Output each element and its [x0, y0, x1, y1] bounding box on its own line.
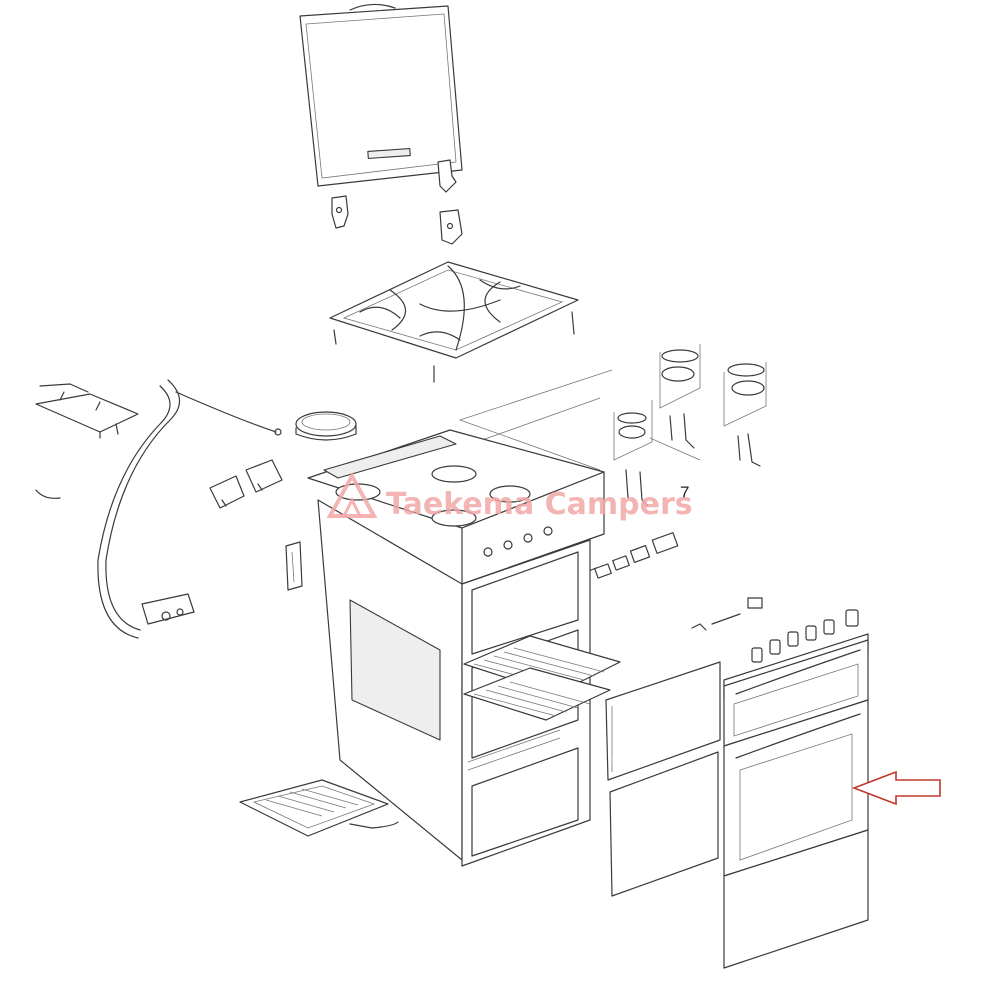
main-oven-door [723, 699, 869, 877]
lid-hinge-right [437, 159, 463, 245]
clock-parts [691, 597, 763, 631]
ignition-switches [209, 459, 283, 509]
inner-glass-panel-lower [609, 751, 719, 897]
lid-hinge-left [331, 195, 349, 229]
gas-taps [571, 532, 679, 579]
inner-glass-panel-upper [605, 661, 721, 781]
outline-arrow-left-icon [851, 770, 941, 806]
control-knobs [751, 609, 859, 663]
watermark-logo-icon [326, 471, 378, 518]
pan-support-grid [329, 261, 579, 383]
left-bracket [35, 383, 139, 499]
watermark-text: Taekema Campers [386, 487, 693, 522]
side-panel-small [285, 541, 303, 591]
burner-caps [617, 349, 765, 439]
thermocouples [625, 413, 761, 507]
grill-pan [239, 779, 399, 837]
oven-shelf [463, 635, 621, 721]
hose-connector-block [141, 593, 195, 625]
part-number-callout: 7 [680, 483, 689, 502]
lower-drawer-front [723, 829, 869, 969]
glass-lid [299, 3, 463, 187]
hot-plate [295, 411, 357, 441]
gas-hose [97, 379, 282, 639]
